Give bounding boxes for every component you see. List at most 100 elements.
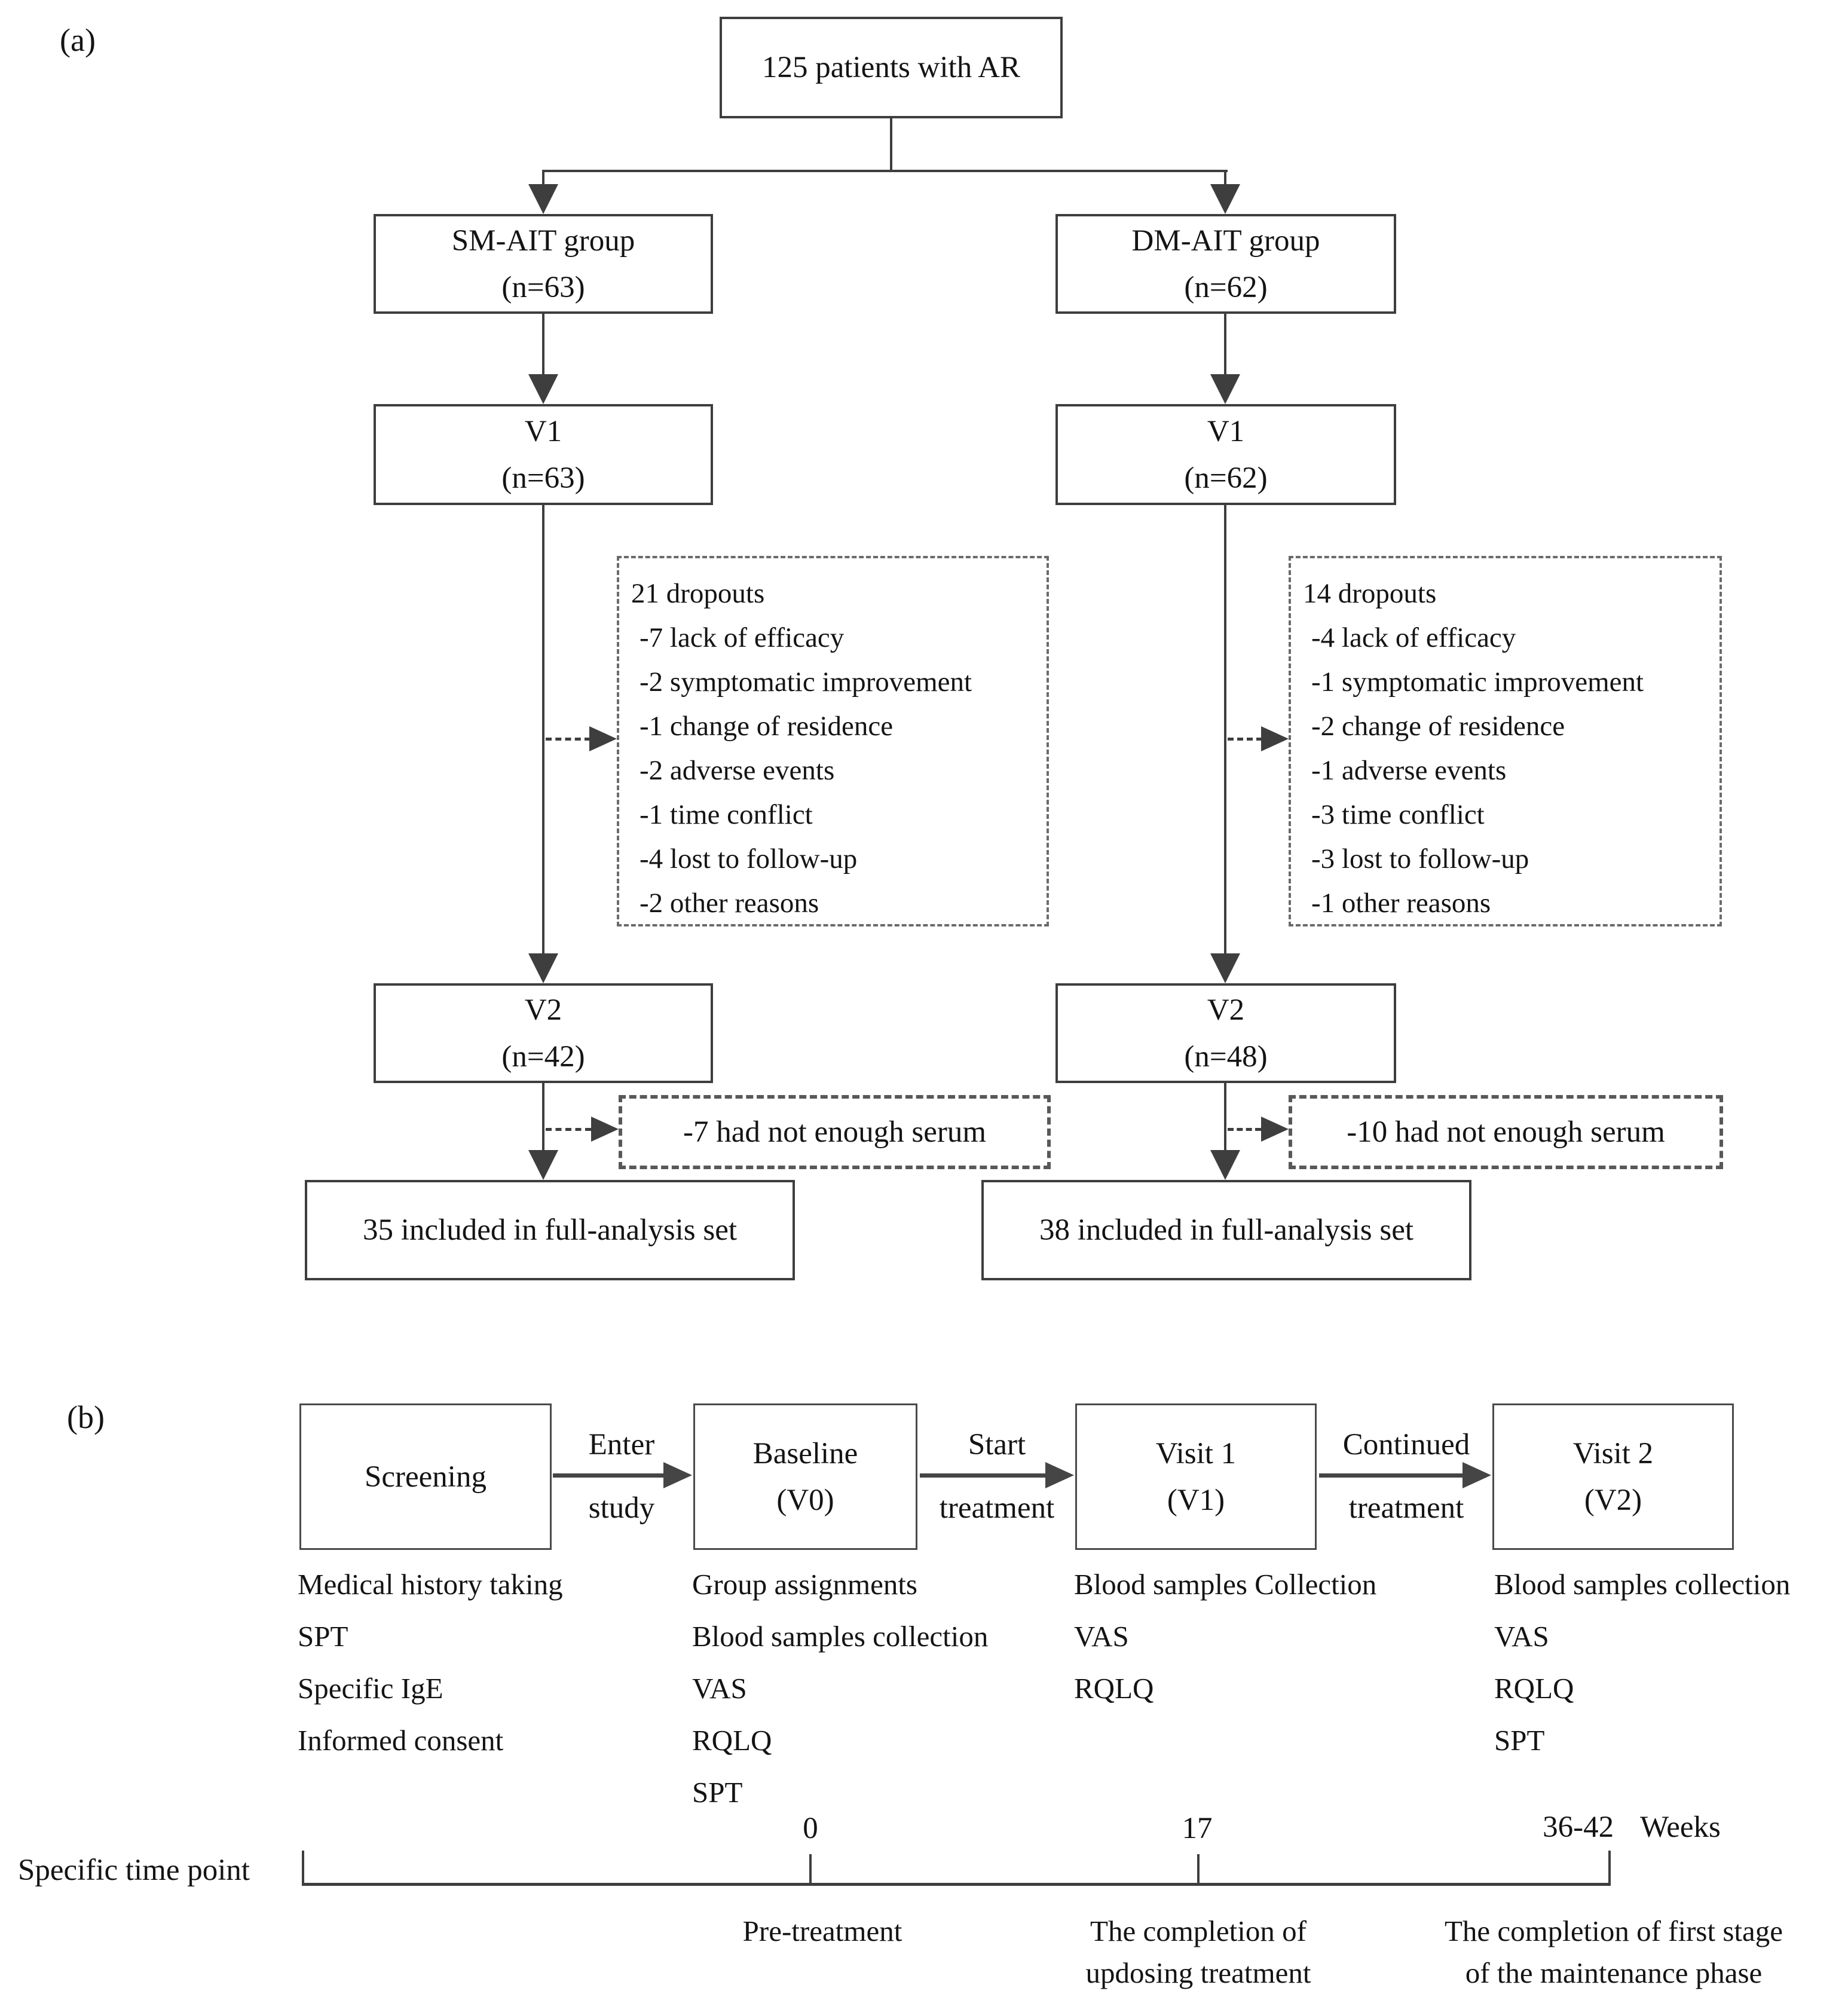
timeline-end-tick bbox=[1608, 1851, 1611, 1884]
visit-n: (n=48) bbox=[1184, 1039, 1268, 1074]
tick-label-17: 17 bbox=[1182, 1812, 1213, 1845]
arrowhead-down-icon bbox=[1210, 953, 1240, 983]
activity-item: Specific IgE bbox=[298, 1672, 443, 1705]
visit-name: V2 bbox=[524, 993, 562, 1027]
timeline-tick bbox=[809, 1854, 812, 1884]
activity-item: SPT bbox=[1494, 1724, 1545, 1757]
arrowhead-down-icon bbox=[528, 374, 558, 404]
visit-name: V1 bbox=[524, 414, 562, 448]
stage-arrow-line bbox=[1319, 1473, 1465, 1478]
box-v2-right: V2 (n=48) bbox=[1055, 983, 1396, 1083]
activity-item: Blood samples collection bbox=[692, 1620, 989, 1653]
phase-label: Pre-treatment bbox=[742, 1915, 902, 1947]
dropout-line: -3 time conflict bbox=[1311, 799, 1485, 830]
stage-subtitle: (V2) bbox=[1584, 1483, 1642, 1517]
activities-baseline: Group assignments Blood samples collecti… bbox=[692, 1567, 1075, 1827]
connector-line bbox=[542, 1083, 544, 1150]
timeline-tick bbox=[1197, 1854, 1200, 1884]
arrowhead-down-icon bbox=[1210, 184, 1240, 214]
tick-value: 36-42 bbox=[1543, 1811, 1614, 1844]
box-full-analysis-left: 35 included in full-analysis set bbox=[305, 1180, 795, 1280]
arrowhead-down-icon bbox=[528, 1150, 558, 1180]
activity-item: Medical history taking bbox=[298, 1568, 563, 1601]
dropout-line: -2 other reasons bbox=[640, 888, 819, 919]
timeline-end-tick bbox=[302, 1851, 304, 1884]
group-n: (n=62) bbox=[1184, 270, 1268, 304]
visit-n: (n=42) bbox=[501, 1039, 585, 1074]
activity-item: VAS bbox=[1494, 1620, 1549, 1653]
arrow-label-line: treatment bbox=[1348, 1491, 1464, 1525]
activity-item: Blood samples collection bbox=[1494, 1568, 1791, 1601]
connector-line bbox=[542, 170, 544, 186]
arrowhead-right-icon bbox=[1045, 1462, 1074, 1488]
visit-n: (n=62) bbox=[1184, 461, 1268, 495]
arrow-label-line: Enter bbox=[588, 1428, 655, 1461]
group-n: (n=63) bbox=[501, 270, 585, 304]
connector-line bbox=[542, 314, 544, 375]
dropout-list: 21 dropouts -7 lack of efficacy -2 sympt… bbox=[619, 558, 1038, 925]
arrowhead-right-icon bbox=[663, 1462, 692, 1488]
arrow-label-line: treatment bbox=[939, 1491, 1055, 1525]
activity-item: Group assignments bbox=[692, 1568, 917, 1601]
dashed-connector bbox=[546, 1128, 591, 1131]
activity-item: RQLQ bbox=[1074, 1672, 1154, 1705]
visit-name: V1 bbox=[1207, 414, 1245, 448]
full-analysis-text: 38 included in full-analysis set bbox=[1039, 1213, 1414, 1247]
dropout-line: -1 other reasons bbox=[1311, 888, 1491, 919]
serum-text: -10 had not enough serum bbox=[1347, 1115, 1665, 1149]
stage-arrow-line bbox=[920, 1473, 1048, 1478]
dashed-box-dropouts-left: 21 dropouts -7 lack of efficacy -2 sympt… bbox=[617, 556, 1049, 926]
arrowhead-right-icon bbox=[589, 726, 617, 751]
activity-item: VAS bbox=[1074, 1620, 1129, 1653]
arrowhead-down-icon bbox=[528, 953, 558, 983]
arrowhead-right-icon bbox=[591, 1117, 619, 1142]
tick-unit: Weeks bbox=[1640, 1811, 1721, 1844]
activity-item: Blood samples Collection bbox=[1074, 1568, 1377, 1601]
serum-text: -7 had not enough serum bbox=[683, 1115, 987, 1149]
stage-arrow-line bbox=[553, 1473, 666, 1478]
arrowhead-right-icon bbox=[1463, 1462, 1491, 1488]
activity-item: RQLQ bbox=[692, 1724, 772, 1757]
dropout-line: -1 time conflict bbox=[640, 799, 813, 830]
phase-label: updosing treatment bbox=[1085, 1956, 1311, 1989]
total-patients-text: 125 patients with AR bbox=[761, 51, 1021, 84]
arrow-label-line: Continued bbox=[1342, 1428, 1470, 1461]
connector-line bbox=[890, 118, 892, 171]
dashed-box-dropouts-right: 14 dropouts -4 lack of efficacy -1 sympt… bbox=[1289, 556, 1722, 926]
connector-line bbox=[1224, 314, 1226, 375]
box-full-analysis-right: 38 included in full-analysis set bbox=[981, 1180, 1471, 1280]
tick-label-3642: 36-42 Weeks bbox=[1506, 1810, 1757, 1845]
arrowhead-right-icon bbox=[1261, 1117, 1289, 1142]
group-name: DM-AIT group bbox=[1131, 224, 1320, 258]
connector-line bbox=[1224, 505, 1226, 955]
activity-item: VAS bbox=[692, 1672, 747, 1705]
activities-screening: Medical history taking SPT Specific IgE … bbox=[298, 1567, 668, 1775]
stage-box-screening: Screening bbox=[299, 1403, 552, 1550]
dropout-list: 14 dropouts -4 lack of efficacy -1 sympt… bbox=[1291, 558, 1709, 925]
box-v1-left: V1 (n=63) bbox=[374, 404, 713, 505]
phase-label: The completion of bbox=[1090, 1915, 1307, 1947]
arrowhead-down-icon bbox=[1210, 374, 1240, 404]
group-name: SM-AIT group bbox=[451, 224, 635, 258]
dropout-line: -3 lost to follow-up bbox=[1311, 843, 1529, 874]
panel-b-label: (b) bbox=[67, 1399, 105, 1435]
timeline-axis bbox=[302, 1883, 1611, 1886]
activities-visit2: Blood samples collection VAS RQLQ SPT bbox=[1494, 1567, 1847, 1775]
phase-label: of the maintenance phase bbox=[1465, 1956, 1763, 1989]
connector-line bbox=[1224, 1083, 1226, 1150]
stage-title: Visit 1 bbox=[1155, 1436, 1237, 1470]
stage-title: Screening bbox=[365, 1460, 487, 1494]
dropout-line: -4 lack of efficacy bbox=[1311, 622, 1516, 653]
dropout-line: -2 adverse events bbox=[640, 755, 835, 786]
dropout-line: -4 lost to follow-up bbox=[640, 843, 858, 874]
dropout-line: 14 dropouts bbox=[1303, 578, 1437, 609]
connector-line bbox=[1224, 170, 1226, 186]
stage-box-visit1: Visit 1 (V1) bbox=[1075, 1403, 1317, 1550]
dashed-box-serum-left: -7 had not enough serum bbox=[619, 1095, 1051, 1169]
activity-item: RQLQ bbox=[1494, 1672, 1574, 1705]
stage-box-baseline: Baseline (V0) bbox=[693, 1403, 917, 1550]
box-dm-ait-group: DM-AIT group (n=62) bbox=[1055, 214, 1396, 314]
dashed-connector bbox=[1228, 1128, 1261, 1131]
panel-a-label: (a) bbox=[60, 22, 96, 58]
